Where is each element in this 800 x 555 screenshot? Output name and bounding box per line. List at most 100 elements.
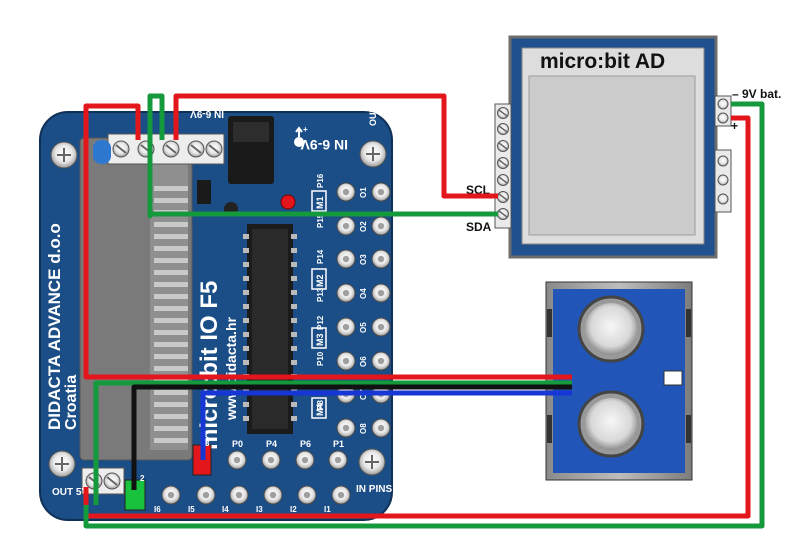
pin2-label: 2: [140, 474, 145, 483]
pin-hole: [371, 351, 391, 371]
edge-pin: [154, 282, 188, 287]
battery-plus-label: +: [731, 119, 738, 133]
input-label: I3: [256, 505, 263, 514]
side-pin-label: P15: [316, 213, 325, 228]
adc-display: [528, 75, 696, 236]
pin-hole: [263, 485, 283, 505]
terminal-screw-icon: [497, 140, 509, 152]
terminal-screw-icon: [112, 140, 130, 158]
svg-text:M3: M3: [315, 333, 325, 346]
power-plug-icon: +: [294, 125, 308, 147]
side-pin-label: P12: [316, 315, 325, 330]
out-label: O5: [359, 322, 368, 333]
edge-pin: [154, 318, 188, 323]
pin-hole: [371, 182, 391, 202]
pin-hole: [229, 485, 249, 505]
side-pin-label: P16: [316, 173, 325, 188]
edge-pin: [154, 246, 188, 251]
pin-hole: [336, 351, 356, 371]
out-label: O1: [359, 187, 368, 198]
input-label: I5: [188, 505, 195, 514]
sda-label: SDA: [466, 220, 492, 234]
pin-hole: [371, 418, 391, 438]
top-terminal-block: [107, 133, 225, 165]
terminal-screw-icon: [497, 157, 509, 169]
edge-pin: [154, 258, 188, 263]
terminal-screw-icon: [205, 140, 223, 158]
edge-pin: [154, 234, 188, 239]
edge-pin: [154, 222, 188, 227]
out-label: O3: [359, 254, 368, 265]
terminal-screw-icon: [497, 123, 509, 135]
edge-pin: [154, 342, 188, 347]
screw-icon: [50, 141, 78, 169]
edge-pin: [154, 198, 188, 203]
pin-hole: [371, 216, 391, 236]
out-label: O6: [359, 356, 368, 367]
pin-hole: [328, 450, 348, 470]
svg-text:M1: M1: [315, 196, 325, 209]
terminal-screw-icon: [162, 140, 180, 158]
motor-label: M2: [311, 268, 327, 290]
input-label: I6: [154, 505, 161, 514]
pin-hole: [336, 418, 356, 438]
side-pin-label: P13: [316, 287, 325, 302]
svg-text:+: +: [303, 125, 308, 134]
edge-pin: [154, 426, 188, 431]
edge-pin: [154, 438, 188, 443]
edge-pin: [154, 366, 188, 371]
pin-hole: [336, 283, 356, 303]
out-5v-label: OUT 5V: [52, 487, 88, 498]
wire-green-battery: [83, 101, 765, 529]
wire-green-sensor: [93, 380, 572, 505]
board-url: www.didacta.hr: [223, 317, 239, 421]
clip: [686, 309, 691, 337]
svg-text:M4: M4: [315, 403, 325, 416]
adc-left-terminal: [494, 103, 512, 229]
clip: [547, 309, 552, 337]
edge-pin: [154, 414, 188, 419]
terminal-screw-icon: [187, 140, 205, 158]
motor-label: M1: [311, 190, 327, 212]
edge-pin: [154, 330, 188, 335]
pin-hole: [261, 450, 281, 470]
ic-chip: [243, 224, 297, 434]
sensor-notch: [663, 370, 683, 386]
side-pin-label: P8: [316, 400, 325, 410]
pin-hole: [227, 450, 247, 470]
pin-hole: [336, 216, 356, 236]
edge-pin: [154, 390, 188, 395]
diode: [197, 180, 211, 204]
screw-icon: [358, 448, 386, 476]
wire-black-trig: [131, 384, 572, 490]
terminal-screw-icon: [497, 107, 509, 119]
edge-pin: [154, 294, 188, 299]
clip: [547, 415, 552, 443]
blue-led-ring: [93, 140, 111, 164]
motor-label: M3: [311, 327, 327, 349]
bottom-pin-label: P1: [333, 439, 344, 449]
power-in-label-flipped: IN 6-9V: [300, 137, 348, 153]
ultrasonic-sensor: [545, 281, 693, 481]
out-label: O4: [359, 288, 368, 299]
wire-green-gnd: [147, 93, 498, 219]
terminal-screw-icon: [497, 174, 509, 186]
bottom-pin-label: P4: [266, 439, 277, 449]
sensor-receiver-mesh: [585, 398, 637, 450]
out-label: O8: [359, 423, 368, 434]
sensor-transmitter-mesh: [585, 303, 637, 355]
board-model: micro:bit IO F5: [196, 281, 223, 450]
pin-hole: [297, 485, 317, 505]
terminal-screw-icon: [497, 191, 509, 203]
in-pins-label: IN PINS: [356, 484, 392, 495]
edge-pin: [154, 186, 188, 191]
battery-label: – 9V bat.: [732, 87, 781, 101]
adc-module: micro:bit AD SCL SDA – 9V bat. +: [466, 35, 781, 259]
input-label: I2: [290, 505, 297, 514]
terminal-screw-icon: [497, 208, 509, 220]
edge-pin: [154, 354, 188, 359]
adc-right-terminal-bottom: [714, 149, 732, 213]
pin-hole: [336, 249, 356, 269]
pin3-label: 3: [205, 439, 210, 448]
